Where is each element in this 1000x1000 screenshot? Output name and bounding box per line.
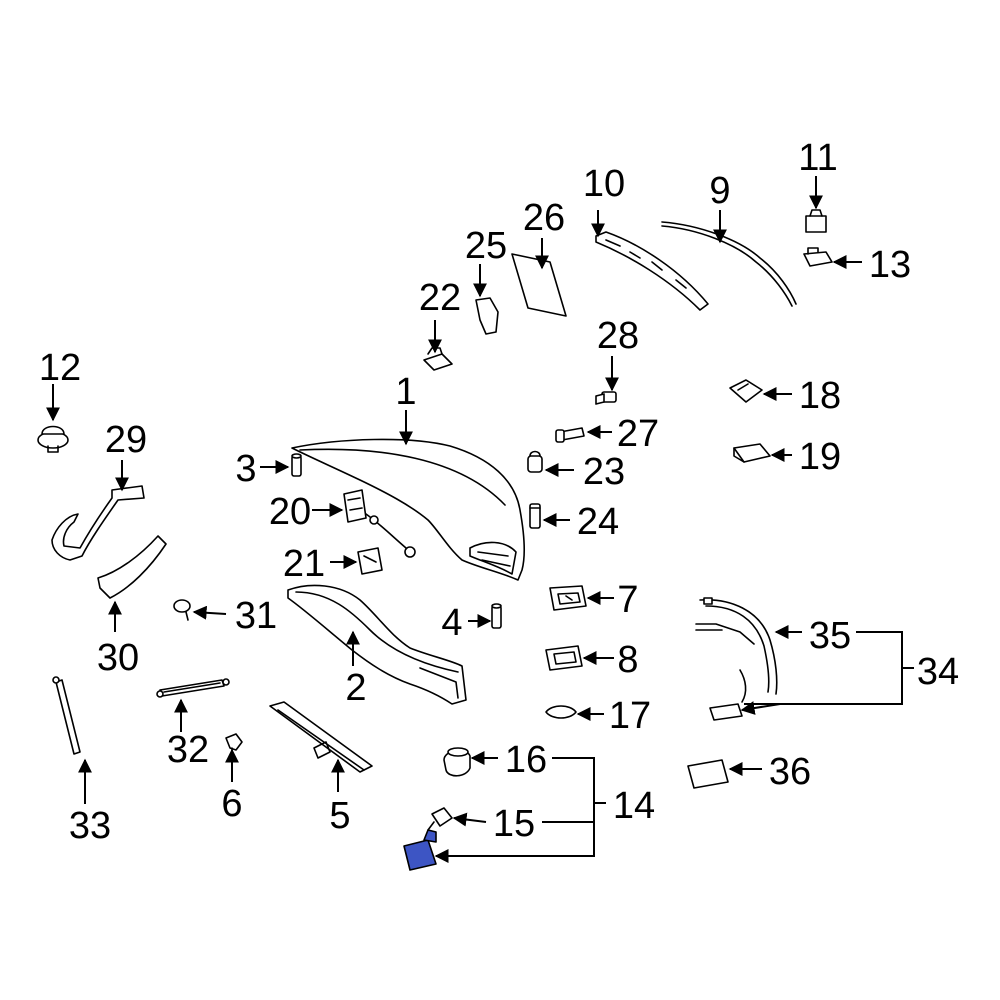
callout-6: 6 (221, 783, 242, 825)
part-19-module (733, 443, 771, 463)
part-32-strut (156, 678, 230, 698)
callout-27: 27 (617, 413, 659, 455)
part-35-harness (695, 597, 778, 721)
callout-33: 33 (69, 805, 111, 847)
part-23-bushing (527, 450, 543, 473)
callout-24: 24 (577, 501, 619, 543)
callout-13: 13 (869, 244, 911, 286)
part-14-rear-camera (403, 829, 437, 871)
callout-15: 15 (493, 803, 535, 845)
callout-31: 31 (235, 595, 277, 637)
part-6-clip (225, 733, 243, 757)
part-25-bracket (475, 297, 499, 335)
callout-32: 32 (167, 729, 209, 771)
part-1-trunk-lid (291, 438, 525, 581)
part-3-bumper (291, 453, 302, 477)
callout-22: 22 (419, 277, 461, 319)
callout-20: 20 (269, 491, 311, 533)
part-4-bumper (491, 603, 502, 629)
part-5-trim-strip (269, 701, 373, 773)
callout-16: 16 (505, 739, 547, 781)
callout-7: 7 (617, 579, 638, 621)
part-26-panel (511, 253, 567, 317)
callout-23: 23 (583, 451, 625, 493)
part-18-bracket (729, 379, 763, 403)
part-9-seal (661, 221, 797, 307)
part-20-latch (343, 489, 416, 558)
part-21-bracket (357, 547, 383, 575)
callout-10: 10 (583, 163, 625, 205)
callout-28: 28 (597, 315, 639, 357)
callout-36: 36 (769, 751, 811, 793)
callout-19: 19 (799, 436, 841, 478)
part-8-switch (545, 645, 583, 671)
callout-29: 29 (105, 419, 147, 461)
callout-35: 35 (809, 615, 851, 657)
callout-21: 21 (283, 543, 325, 585)
part-36-module (687, 759, 729, 789)
part-30-hinge-cover (97, 535, 167, 599)
part-13-clip (803, 247, 833, 267)
callout-12: 12 (39, 347, 81, 389)
part-2-lid-trim (287, 584, 467, 705)
part-33-strut (52, 676, 81, 755)
callout-2: 2 (345, 667, 366, 709)
callout-30: 30 (97, 637, 139, 679)
callout-34: 34 (917, 651, 959, 693)
callout-11: 11 (798, 137, 837, 179)
part-10-spoiler (595, 231, 709, 311)
callout-14: 14 (613, 785, 655, 827)
callout-4: 4 (441, 602, 462, 644)
callout-5: 5 (329, 795, 350, 837)
part-28-bolt (595, 391, 617, 405)
part-17-cover (545, 705, 577, 719)
part-12-grommet (37, 425, 69, 453)
part-27-bolt (555, 427, 585, 443)
callout-1: 1 (395, 371, 416, 413)
callout-26: 26 (523, 197, 565, 239)
callout-8: 8 (617, 639, 638, 681)
part-29-hinge (51, 485, 145, 561)
part-16-handle-camera (443, 747, 471, 777)
leader-lines (46, 176, 914, 863)
callout-25: 25 (465, 225, 507, 267)
callout-9: 9 (709, 170, 730, 212)
callout-labels: 1 2 3 4 5 6 7 8 9 10 11 12 13 14 15 16 1… (39, 137, 959, 847)
part-31-clip (173, 599, 191, 621)
part-11-clip (805, 209, 827, 233)
part-24-bolt (529, 503, 541, 529)
part-7-switch (549, 585, 587, 611)
callout-17: 17 (609, 695, 651, 737)
callout-18: 18 (799, 375, 841, 417)
part-22-clip (423, 347, 453, 371)
callout-3: 3 (235, 448, 256, 490)
